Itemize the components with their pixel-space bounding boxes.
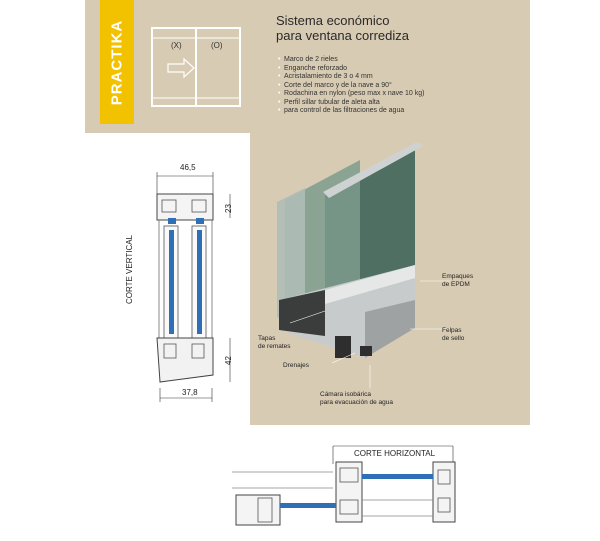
horizontal-section-drawing [232, 445, 456, 526]
callout-empaques-line2: de EPDM [442, 281, 470, 288]
product-title: Sistema económico para ventana corrediza [276, 13, 506, 43]
title-line-2: para ventana corrediza [276, 28, 409, 43]
brand-label: PRACTIKA [100, 0, 134, 124]
title-line-1: Sistema económico [276, 13, 390, 28]
vertical-section-label: CORTE VERTICAL [125, 234, 135, 305]
vertical-section-drawing [156, 172, 231, 402]
callout-felpas-line1: Felpas [442, 327, 462, 334]
callout-tapas: Tapas de remates [258, 335, 291, 351]
callout-empaques: Empaques de EPDM [442, 273, 473, 289]
callout-tapas-line1: Tapas [258, 335, 276, 342]
dim-top-width: 46,5 [180, 163, 196, 172]
feature-item: Corte del marco y de la nave a 90° [278, 82, 518, 91]
dim-bottom-width: 37,8 [182, 388, 198, 397]
window-corner-photo [277, 142, 423, 358]
feature-item: Marco de 2 rieles [278, 56, 518, 65]
callout-drenajes: Drenajes [283, 362, 310, 369]
panel-left-label: (X) [171, 41, 182, 50]
feature-item: Enganche reforzado [278, 65, 518, 74]
feature-item: Acristalamiento de 3 o 4 mm [278, 73, 518, 82]
callout-camara: Cámara isobárica para evacuación de agua [320, 391, 393, 407]
callout-camara-line2: para evacuación de agua [320, 399, 394, 406]
brand-name: PRACTIKA [108, 19, 126, 105]
brand-strip [100, 0, 134, 124]
feature-item: para control de las filtraciones de agua [278, 107, 518, 116]
dim-bottom-height: 42 [223, 356, 233, 365]
sliding-window-schematic [151, 27, 241, 107]
dim-top-height: 23 [223, 204, 233, 213]
feature-item: Perfil sillar tubular de aleta alta [278, 99, 518, 108]
feature-item: Rodachina en nylon (peso max x nave 10 k… [278, 90, 518, 99]
panel-right-label: (O) [211, 41, 223, 50]
callout-lines [289, 280, 450, 388]
callout-tapas-line2: de remates [258, 343, 291, 350]
horizontal-section-label: CORTE HORIZONTAL [354, 449, 436, 458]
callout-felpas-line2: de sello [442, 335, 465, 342]
feature-list: Marco de 2 rieles Enganche reforzado Acr… [278, 56, 518, 116]
callout-camara-line1: Cámara isobárica [320, 391, 371, 398]
callout-felpas: Felpas de sello [442, 327, 464, 343]
callout-empaques-line1: Empaques [442, 273, 474, 280]
